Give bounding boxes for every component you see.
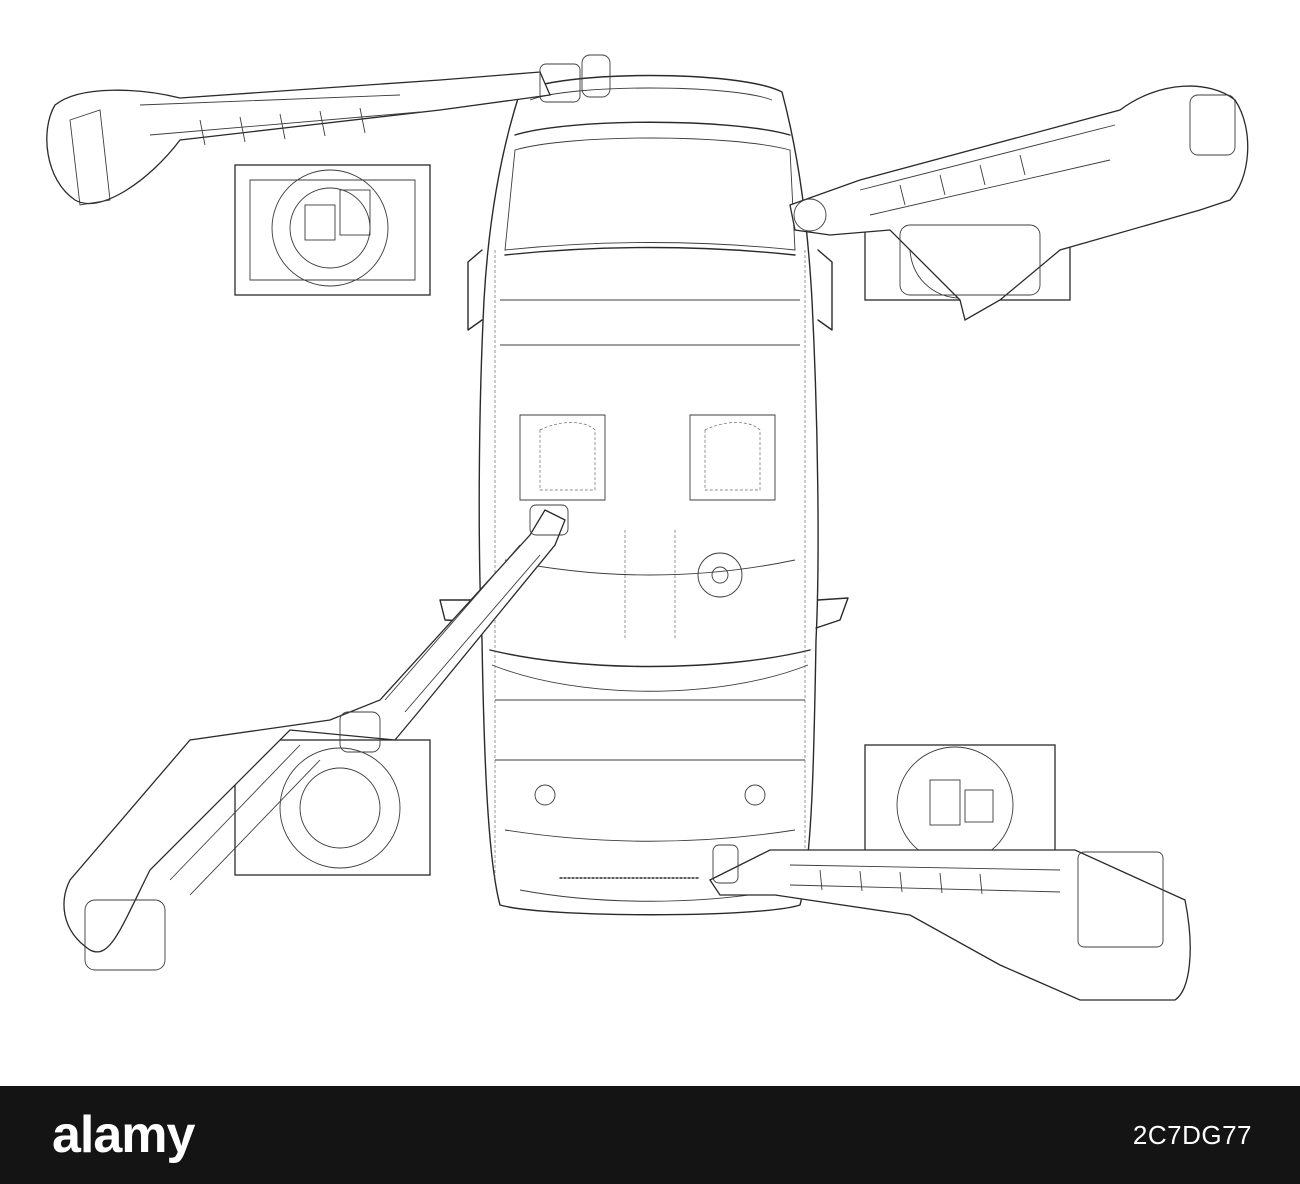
wireframe-illustration <box>46 54 1249 1001</box>
car-wireframe <box>439 74 849 916</box>
robot-arm-bottom-left <box>63 504 569 971</box>
image-id: 2C7DG77 <box>1132 1120 1252 1150</box>
robot-arm-bottom-right <box>709 744 1191 1001</box>
robot-arm-top-left <box>46 54 611 296</box>
watermark-footer: alamy 2C7DG77 <box>0 1086 1300 1184</box>
robot-arm-top-right <box>789 85 1249 321</box>
alamy-logo: alamy <box>52 1106 195 1164</box>
